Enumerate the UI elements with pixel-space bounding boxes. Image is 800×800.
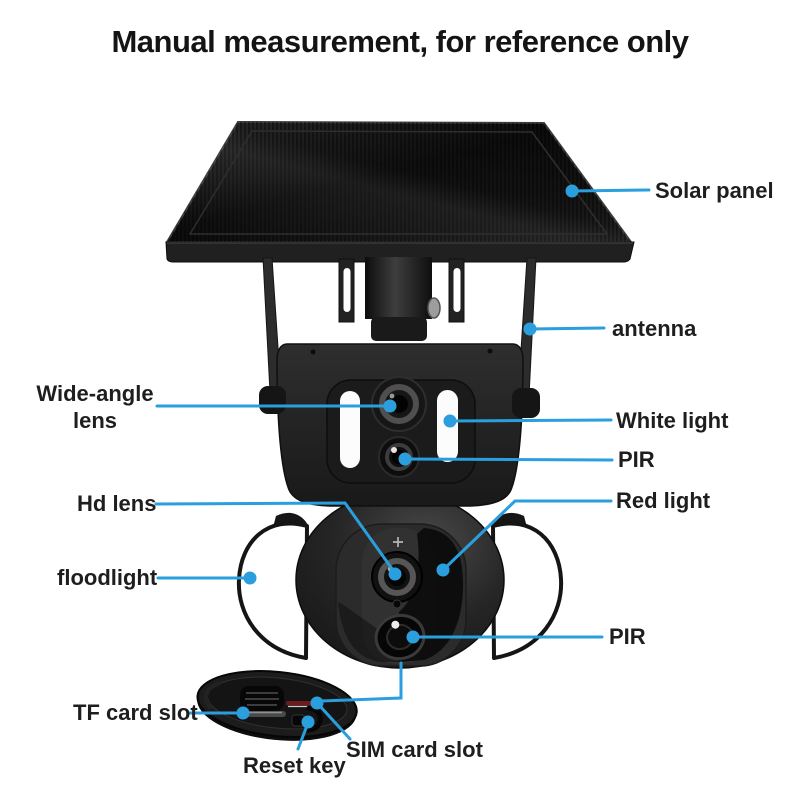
mount-bracket xyxy=(338,258,465,323)
label-white-light: White light xyxy=(616,408,729,433)
label-solar-panel: Solar panel xyxy=(655,178,774,203)
label-reset-key: Reset key xyxy=(243,753,346,778)
camera-neck xyxy=(365,257,441,341)
right-antenna-hinge xyxy=(512,388,540,418)
dot-sim-card-slot xyxy=(310,696,324,710)
leader-white-light xyxy=(448,418,613,423)
callout-lines xyxy=(154,188,651,751)
dot-pir-bottom xyxy=(406,630,420,644)
leader-antenna xyxy=(528,326,606,331)
solar-panel-front-edge xyxy=(165,241,635,263)
dot-reset-key xyxy=(301,715,315,729)
leader-pir-top xyxy=(403,457,614,462)
dot-white-light xyxy=(443,414,457,428)
page-title: Manual measurement, for reference only xyxy=(111,24,689,59)
leader-sim-card-slot xyxy=(317,703,352,741)
label-pir-top: PIR xyxy=(618,447,655,472)
leader-hd-lens xyxy=(154,501,397,575)
camera-head xyxy=(276,343,524,507)
label-sim-card-slot: SIM card slot xyxy=(346,737,483,762)
dot-tf-card-slot xyxy=(236,706,250,720)
leader-sim-detail xyxy=(319,661,403,703)
label-antenna: antenna xyxy=(612,316,697,341)
wide-angle-lens-graphic xyxy=(371,376,427,432)
label-floodlight: floodlight xyxy=(57,565,158,590)
dot-solar-panel xyxy=(565,184,579,198)
speaker-grille xyxy=(240,686,284,711)
solar-panel-graphic xyxy=(165,120,635,263)
dot-pir-top xyxy=(398,452,412,466)
callout-dots xyxy=(236,184,579,729)
label-red-light: Red light xyxy=(616,488,711,513)
tf-card-slot-graphic xyxy=(242,711,286,717)
left-antenna-hinge xyxy=(259,386,286,414)
label-pir-bottom: PIR xyxy=(609,624,646,649)
leader-solar-panel xyxy=(570,188,651,193)
dot-hd-lens xyxy=(388,567,402,581)
bracket-hook xyxy=(203,682,220,709)
status-indicator xyxy=(392,599,402,609)
dot-red-light xyxy=(436,563,450,577)
white-light-window-left xyxy=(340,391,360,468)
pir-sensor-bottom-graphic xyxy=(374,613,426,661)
focus-plus-mark xyxy=(393,537,403,547)
label-wide-angle-lens: Wide-angle lens xyxy=(36,381,154,433)
base-disc xyxy=(196,670,358,741)
dot-floodlight xyxy=(243,571,257,585)
label-hd-lens: Hd lens xyxy=(77,491,157,516)
hinge-knob xyxy=(427,297,441,319)
leader-red-light xyxy=(441,499,613,572)
dot-antenna xyxy=(523,322,537,336)
ptz-ball xyxy=(295,491,505,669)
label-tf-card-slot: TF card slot xyxy=(73,700,198,725)
dot-wide-angle-lens xyxy=(383,399,397,413)
